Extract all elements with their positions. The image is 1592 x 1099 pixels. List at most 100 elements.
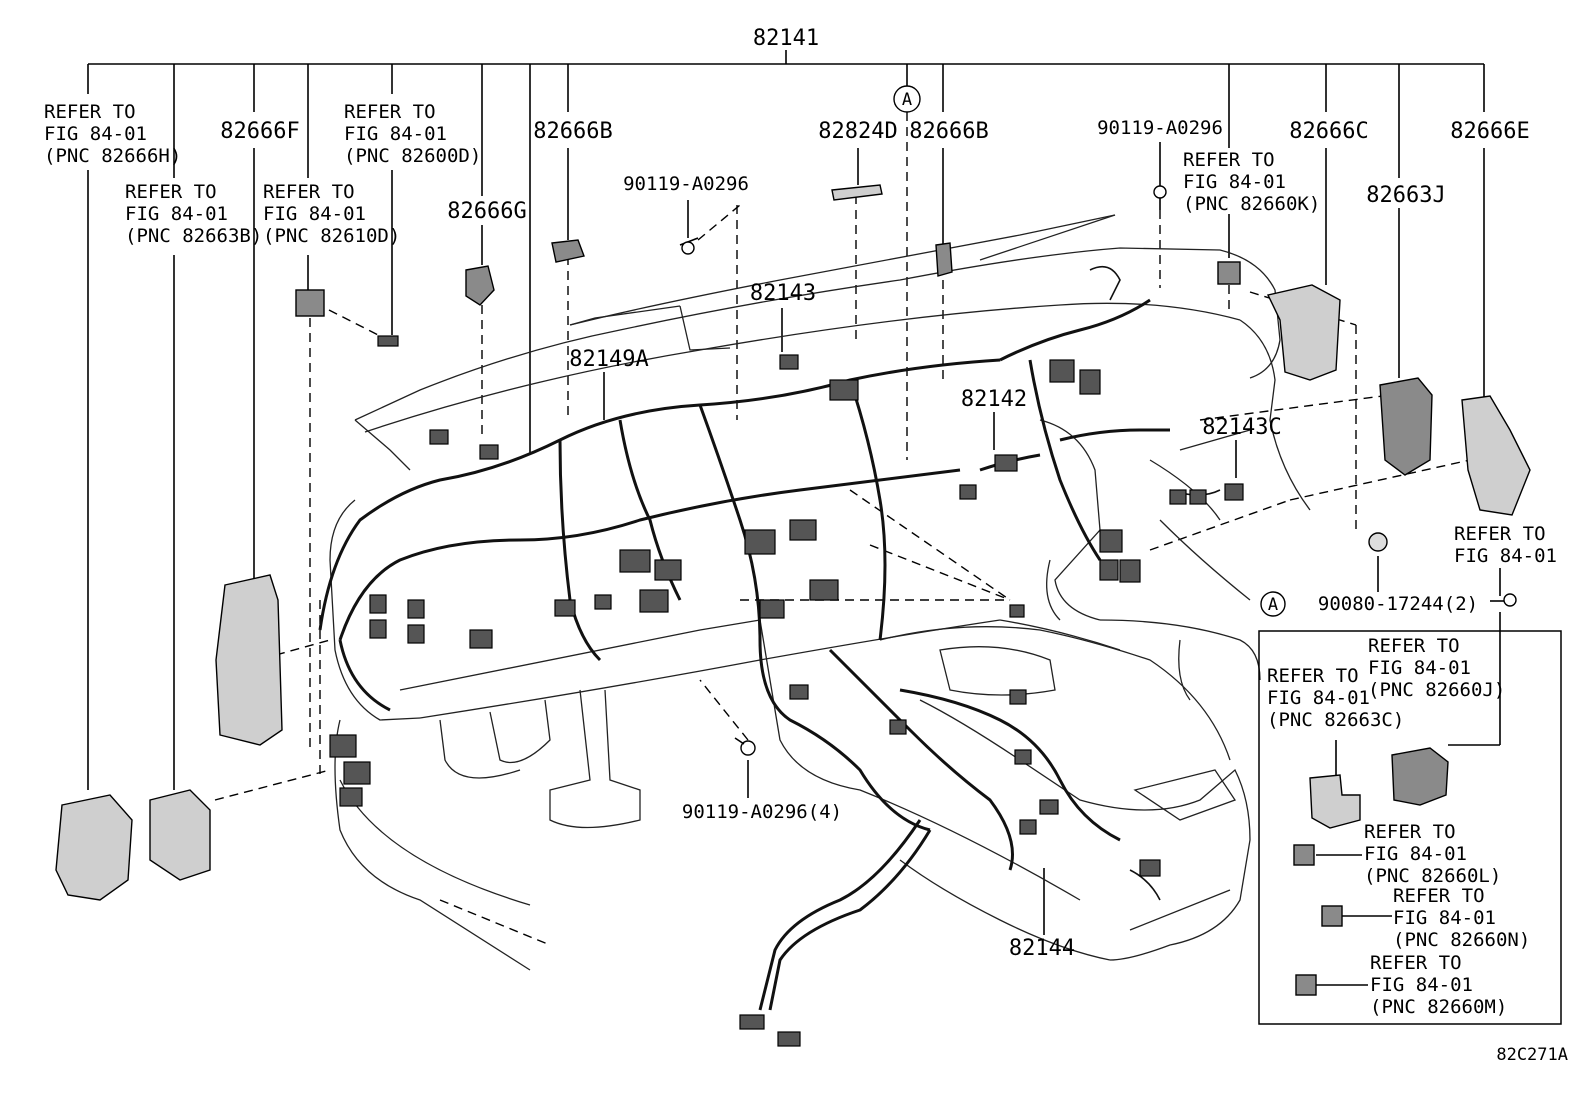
refer-fig84-right: REFER TO FIG 84-01 xyxy=(1454,523,1557,567)
refer-82600D: REFER TO FIG 84-01 (PNC 82600D) xyxy=(344,101,481,167)
refer-82660M: REFER TO FIG 84-01 (PNC 82660M) xyxy=(1370,952,1507,1018)
refer-82660M-line2: FIG 84-01 xyxy=(1370,974,1473,996)
callout-82149A: 82149A xyxy=(569,347,648,372)
relay-82663J xyxy=(1379,377,1433,476)
refer-82660L-line1: REFER TO xyxy=(1364,821,1456,843)
clip-90080-17244 xyxy=(1368,532,1388,552)
callout-82666F: 82666F xyxy=(220,119,299,144)
bracket-82666C xyxy=(1266,284,1341,381)
refer-82610D-line1: REFER TO xyxy=(263,181,355,203)
bolt-90119-bottom xyxy=(734,737,756,756)
connector-82660K xyxy=(1217,261,1241,285)
callout-bolt-top-right: 90119-A0296 xyxy=(1097,117,1223,139)
relay-block-82663B xyxy=(149,789,211,881)
vehicle-body-outline xyxy=(329,214,1311,971)
callout-clip-right: 90080-17244(2) xyxy=(1318,593,1478,615)
main-bracket xyxy=(87,50,1485,455)
callout-82142: 82142 xyxy=(961,387,1027,412)
part-82824D xyxy=(831,184,883,201)
relay-82660J xyxy=(1391,747,1449,806)
connector-82610D xyxy=(295,289,325,317)
part-leaders xyxy=(87,142,1501,986)
bracket-82666F xyxy=(215,574,283,746)
clip-82666B-right xyxy=(935,242,953,277)
refer-82663B: REFER TO FIG 84-01 (PNC 82663B) xyxy=(125,181,262,247)
refer-82660J-line3: (PNC 82660J) xyxy=(1368,679,1505,701)
refer-82660J-line1: REFER TO xyxy=(1368,635,1460,657)
connector-82660N xyxy=(1321,905,1343,927)
refer-82660J: REFER TO FIG 84-01 (PNC 82660J) xyxy=(1368,635,1505,701)
callout-82144: 82144 xyxy=(1009,936,1075,961)
bolt-right-fig84 xyxy=(1490,593,1517,607)
callout-82666C: 82666C xyxy=(1289,119,1368,144)
refer-82660J-line2: FIG 84-01 xyxy=(1368,657,1471,679)
circle-marker-a-top: A xyxy=(893,85,921,113)
refer-82666H: REFER TO FIG 84-01 (PNC 82666H) xyxy=(44,101,181,167)
clip-82600D xyxy=(377,335,399,347)
components xyxy=(55,184,1531,901)
diagram-code: 82C271A xyxy=(1496,1045,1568,1065)
refer-82660N: REFER TO FIG 84-01 (PNC 82660N) xyxy=(1393,885,1530,951)
refer-82666H-line2: FIG 84-01 xyxy=(44,123,147,145)
circle-marker-a-inset: A xyxy=(1260,591,1286,617)
connector-82660L xyxy=(1293,844,1315,866)
inset-detail-a xyxy=(1258,630,1562,1025)
clip-82666G xyxy=(465,265,495,306)
callout-82143: 82143 xyxy=(750,281,816,306)
bracket-82663C xyxy=(1309,774,1361,829)
callout-82663J: 82663J xyxy=(1366,183,1445,208)
callout-82666E: 82666E xyxy=(1450,119,1529,144)
refer-82660L: REFER TO FIG 84-01 (PNC 82660L) xyxy=(1364,821,1501,887)
bracket-82666E xyxy=(1461,395,1531,516)
circle-marker-a-inset-label: A xyxy=(1268,595,1278,615)
refer-82600D-line3: (PNC 82600D) xyxy=(344,145,481,167)
dashed-guides xyxy=(214,112,1471,946)
callout-82824D: 82824D xyxy=(818,119,897,144)
wire-harness xyxy=(318,265,1221,1011)
callout-82666B-right: 82666B xyxy=(909,119,988,144)
refer-82663B-line1: REFER TO xyxy=(125,181,217,203)
refer-82660N-line2: FIG 84-01 xyxy=(1393,907,1496,929)
refer-82663C: REFER TO FIG 84-01 (PNC 82663C) xyxy=(1267,665,1404,731)
refer-fig84-right-line2: FIG 84-01 xyxy=(1454,545,1557,567)
refer-82663B-line3: (PNC 82663B) xyxy=(125,225,262,247)
callout-82143C: 82143C xyxy=(1202,415,1281,440)
refer-82600D-line1: REFER TO xyxy=(344,101,436,123)
callout-bolt-bottom: 90119-A0296(4) xyxy=(682,801,842,823)
refer-82666H-line1: REFER TO xyxy=(44,101,136,123)
callout-82666G: 82666G xyxy=(447,199,526,224)
refer-82610D-line2: FIG 84-01 xyxy=(263,203,366,225)
refer-82660M-line3: (PNC 82660M) xyxy=(1370,996,1507,1018)
circle-marker-a-top-label: A xyxy=(902,90,912,110)
refer-82660L-line3: (PNC 82660L) xyxy=(1364,865,1501,887)
refer-82663B-line2: FIG 84-01 xyxy=(125,203,228,225)
callout-82141: 82141 xyxy=(753,26,819,51)
callout-82666B-left: 82666B xyxy=(533,119,612,144)
bolt-90119-left xyxy=(679,237,699,255)
refer-82663C-line1: REFER TO xyxy=(1267,665,1359,687)
refer-82660K-line3: (PNC 82660K) xyxy=(1183,193,1320,215)
refer-82610D-line3: (PNC 82610D) xyxy=(263,225,400,247)
connector-82660M xyxy=(1295,974,1317,996)
refer-82660N-line1: REFER TO xyxy=(1393,885,1485,907)
refer-82660K: REFER TO FIG 84-01 (PNC 82660K) xyxy=(1183,149,1320,215)
callout-bolt-top-left: 90119-A0296 xyxy=(623,173,749,195)
refer-82663C-line3: (PNC 82663C) xyxy=(1267,709,1404,731)
refer-82663C-line2: FIG 84-01 xyxy=(1267,687,1370,709)
bolt-90119-right xyxy=(1153,185,1167,210)
refer-fig84-right-line1: REFER TO xyxy=(1454,523,1546,545)
clip-82666B-left xyxy=(551,239,585,263)
refer-82660K-line1: REFER TO xyxy=(1183,149,1275,171)
refer-82600D-line2: FIG 84-01 xyxy=(344,123,447,145)
refer-82660M-line1: REFER TO xyxy=(1370,952,1462,974)
harness-connectors xyxy=(369,354,1244,1047)
junction-block-82666H xyxy=(55,794,133,901)
refer-82610D: REFER TO FIG 84-01 (PNC 82610D) xyxy=(263,181,400,247)
refer-labels: REFER TO FIG 84-01 (PNC 82666H) REFER TO… xyxy=(44,101,1557,1018)
refer-82666H-line3: (PNC 82666H) xyxy=(44,145,181,167)
refer-82660K-line2: FIG 84-01 xyxy=(1183,171,1286,193)
refer-82660N-line3: (PNC 82660N) xyxy=(1393,929,1530,951)
refer-82660L-line2: FIG 84-01 xyxy=(1364,843,1467,865)
callout-labels: 82141 82666F 82666G 82666B 82824D 82666B… xyxy=(220,26,1568,1065)
